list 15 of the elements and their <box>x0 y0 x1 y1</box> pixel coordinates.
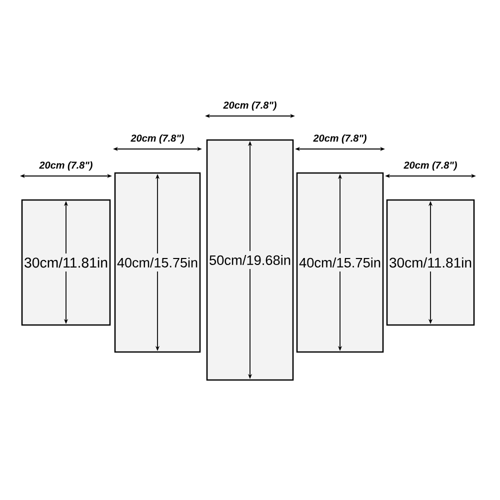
canvas-panel <box>21 199 111 326</box>
dimension-label: 20cm (7.8") <box>130 134 184 144</box>
canvas-panel <box>114 172 201 353</box>
dimension-label: 50cm/19.68in <box>210 254 290 266</box>
canvas-panel <box>296 172 384 353</box>
canvas-panel <box>206 139 294 381</box>
dimension-label: 20cm (7.8") <box>223 101 276 111</box>
dimension-label: 20cm (7.8") <box>404 161 457 171</box>
canvas-panel <box>386 199 475 326</box>
dimension-label: 20cm (7.8") <box>313 134 366 144</box>
dimension-label: 30cm/11.81in <box>390 257 472 268</box>
dimension-label: 40cm/15.75in <box>117 258 198 268</box>
dimension-label: 40cm/15.75in <box>299 257 380 268</box>
dimension-label: 20cm (7.8") <box>39 161 92 171</box>
dimension-label: 30cm/11.81in <box>24 257 108 268</box>
